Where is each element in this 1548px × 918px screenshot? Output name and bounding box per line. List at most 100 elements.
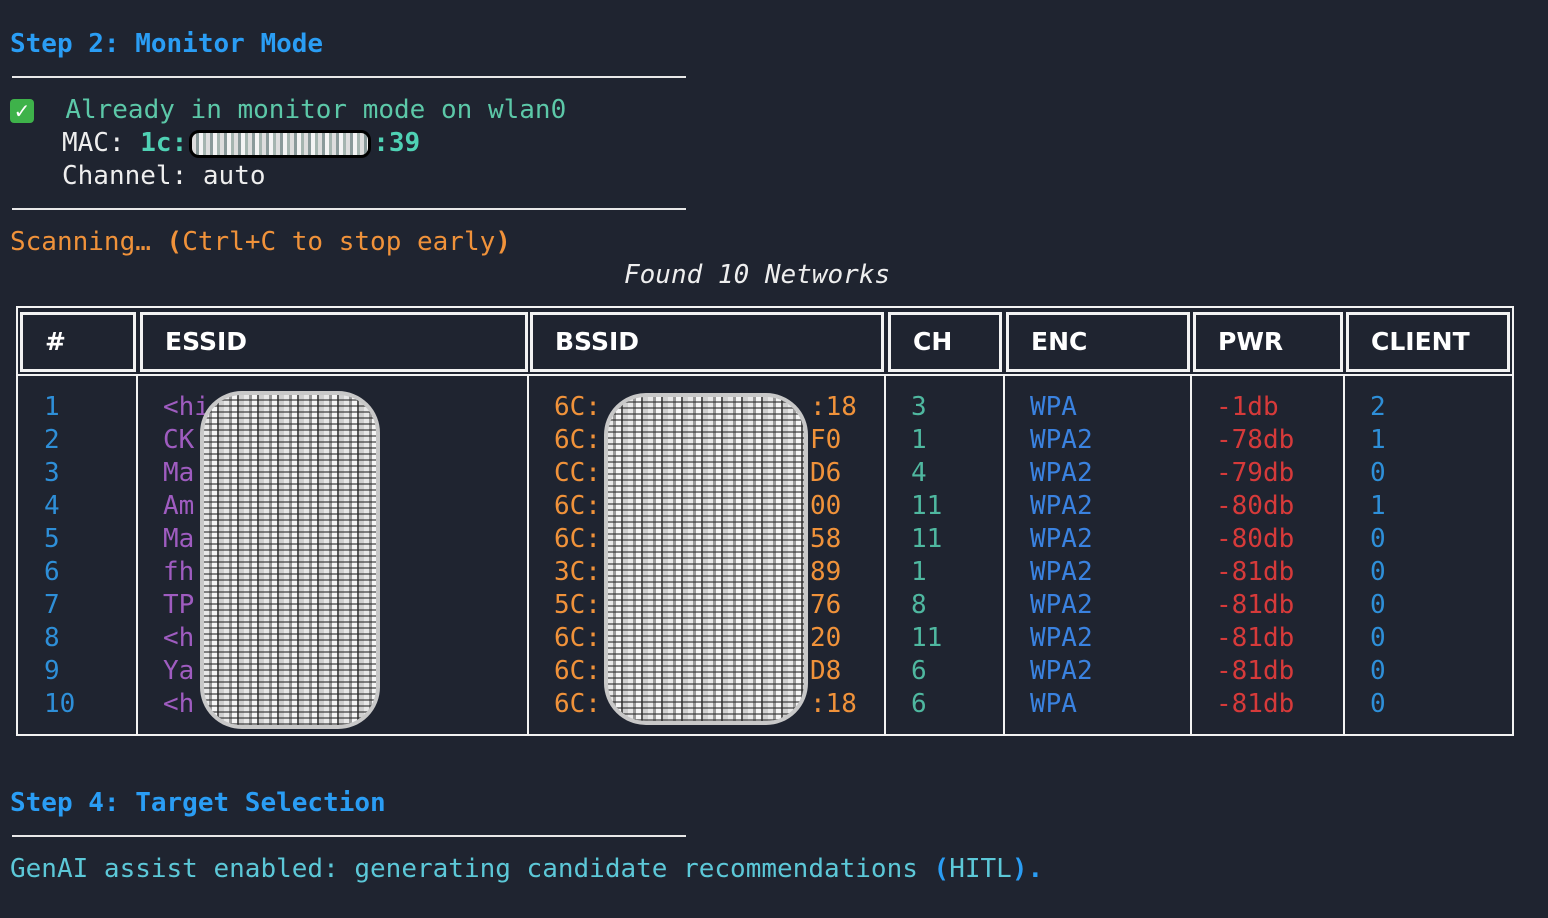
table-cell-bssid-end: D6 bbox=[810, 458, 842, 488]
networks-table bbox=[16, 306, 1514, 736]
scanning-text: Scanning… bbox=[10, 227, 167, 257]
column-divider bbox=[1003, 376, 1005, 736]
stop-hint: Ctrl+C to stop early bbox=[182, 227, 496, 257]
table-cell-enc: WPA2 bbox=[1030, 590, 1093, 620]
table-cell-bssid-end: :18 bbox=[810, 392, 857, 422]
channel-label: Channel: bbox=[62, 161, 203, 191]
table-cell-client: 2 bbox=[1370, 392, 1386, 422]
table-cell-enc: WPA bbox=[1030, 392, 1077, 422]
table-cell-num: 6 bbox=[44, 557, 60, 587]
table-cell-enc: WPA2 bbox=[1030, 524, 1093, 554]
table-cell-bssid-end: F0 bbox=[810, 425, 842, 455]
column-divider bbox=[1190, 376, 1192, 736]
scanning-line: Scanning… (Ctrl+C to stop early) bbox=[10, 226, 511, 259]
table-cell-enc: WPA bbox=[1030, 689, 1077, 719]
table-cell-essid: Ma bbox=[163, 524, 195, 554]
table-cell-pwr: -81db bbox=[1216, 656, 1295, 686]
divider bbox=[12, 835, 686, 837]
table-cell-bssid-start: CC: bbox=[554, 458, 601, 488]
table-cell-num: 10 bbox=[44, 689, 76, 719]
table-cell-pwr: -81db bbox=[1216, 557, 1295, 587]
table-cell-essid: <h bbox=[163, 623, 195, 653]
table-cell-essid: Ma bbox=[163, 458, 195, 488]
channel-value: auto bbox=[202, 161, 266, 191]
table-cell-client: 0 bbox=[1370, 590, 1386, 620]
table-cell-bssid-end: 76 bbox=[810, 590, 842, 620]
divider bbox=[12, 76, 686, 78]
genai-text: GenAI assist enabled: generating candida… bbox=[10, 854, 934, 884]
essid-redaction bbox=[200, 391, 380, 729]
table-cell-num: 7 bbox=[44, 590, 60, 620]
channel-line: Channel: auto bbox=[62, 160, 266, 193]
table-cell-pwr: -81db bbox=[1216, 689, 1295, 719]
table-cell-num: 5 bbox=[44, 524, 60, 554]
table-cell-enc: WPA2 bbox=[1030, 425, 1093, 455]
table-cell-bssid-start: 3C: bbox=[554, 557, 601, 587]
table-cell-client: 0 bbox=[1370, 656, 1386, 686]
table-cell-ch: 1 bbox=[911, 425, 927, 455]
table-cell-num: 3 bbox=[44, 458, 60, 488]
table-cell-bssid-end: 20 bbox=[810, 623, 842, 653]
table-cell-ch: 6 bbox=[911, 656, 927, 686]
table-cell-ch: 11 bbox=[911, 623, 943, 653]
header-separator bbox=[16, 374, 1514, 376]
hint-open: ( bbox=[166, 227, 183, 257]
mac-line: MAC: 1c::39 bbox=[62, 127, 420, 160]
table-cell-num: 8 bbox=[44, 623, 60, 653]
table-cell-enc: WPA2 bbox=[1030, 491, 1093, 521]
table-cell-pwr: -80db bbox=[1216, 524, 1295, 554]
column-divider bbox=[884, 376, 886, 736]
found-networks-title: Found 10 Networks bbox=[624, 260, 891, 290]
table-cell-enc: WPA2 bbox=[1030, 623, 1093, 653]
divider bbox=[12, 208, 686, 210]
table-cell-bssid-end: 58 bbox=[810, 524, 842, 554]
genai-paren-close: ). bbox=[1011, 854, 1044, 884]
column-power: -1db-78db-79db-80db-80db-81db-81db-81db-… bbox=[1216, 391, 1294, 721]
monitor-status-line: ✓ Already in monitor mode on wlan0 bbox=[10, 94, 566, 127]
table-cell-pwr: -79db bbox=[1216, 458, 1295, 488]
table-cell-essid: <h bbox=[163, 689, 195, 719]
table-cell-bssid-start: 6C: bbox=[554, 656, 601, 686]
table-cell-essid: Ya bbox=[163, 656, 195, 686]
table-cell-ch: 11 bbox=[911, 491, 943, 521]
column-divider bbox=[1343, 376, 1345, 736]
table-cell-pwr: -78db bbox=[1216, 425, 1295, 455]
table-cell-bssid-start: 6C: bbox=[554, 425, 601, 455]
table-cell-client: 0 bbox=[1370, 689, 1386, 719]
table-cell-num: 1 bbox=[44, 392, 60, 422]
table-cell-enc: WPA2 bbox=[1030, 557, 1093, 587]
table-cell-bssid-start: 6C: bbox=[554, 623, 601, 653]
check-mark-icon: ✓ bbox=[10, 98, 34, 123]
header-essid: ESSID bbox=[140, 312, 528, 372]
column-divider bbox=[527, 376, 529, 736]
mac-label: MAC: bbox=[62, 128, 141, 158]
header-channel: CH bbox=[888, 312, 1002, 372]
hint-close: ) bbox=[495, 227, 511, 257]
table-cell-bssid-start: 6C: bbox=[554, 392, 601, 422]
monitor-status-text: Already in monitor mode on wlan0 bbox=[65, 95, 567, 125]
table-cell-client: 1 bbox=[1370, 425, 1386, 455]
genai-line: GenAI assist enabled: generating candida… bbox=[10, 853, 1043, 886]
table-cell-essid: Am bbox=[163, 491, 195, 521]
table-cell-bssid-end: 00 bbox=[810, 491, 842, 521]
mac-redacted bbox=[189, 129, 372, 158]
table-cell-pwr: -81db bbox=[1216, 590, 1295, 620]
table-cell-client: 0 bbox=[1370, 524, 1386, 554]
table-cell-ch: 1 bbox=[911, 557, 927, 587]
table-cell-client: 0 bbox=[1370, 623, 1386, 653]
table-cell-client: 0 bbox=[1370, 458, 1386, 488]
column-divider bbox=[136, 376, 138, 736]
table-cell-ch: 3 bbox=[911, 392, 927, 422]
step2-heading: Step 2: Monitor Mode bbox=[10, 29, 324, 59]
table-cell-essid: CK bbox=[163, 425, 195, 455]
mac-suffix: :39 bbox=[373, 128, 421, 158]
table-cell-enc: WPA2 bbox=[1030, 656, 1093, 686]
table-cell-pwr: -81db bbox=[1216, 623, 1295, 653]
table-cell-pwr: -1db bbox=[1216, 392, 1279, 422]
table-cell-bssid-start: 6C: bbox=[554, 491, 601, 521]
table-cell-ch: 11 bbox=[911, 524, 943, 554]
